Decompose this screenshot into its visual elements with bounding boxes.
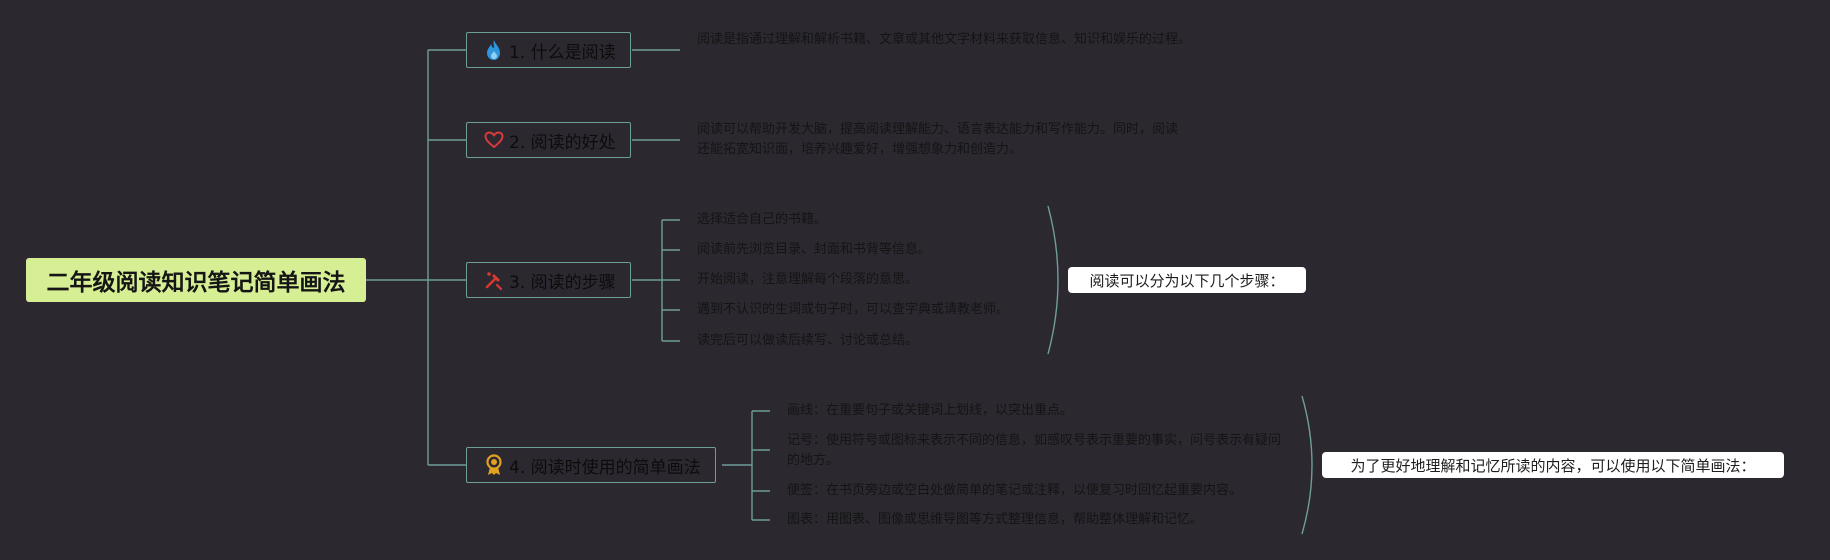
branch-label: 2. 阅读的好处 [509,132,616,153]
leaf-what-is-reading: 阅读是指通过理解和解析书籍、文章或其他文字材料来获取信息、知识和娱乐的过程。 [697,30,1197,50]
leaf-text: 选择适合自己的书籍。 [697,212,828,227]
root-title: 二年级阅读知识笔记简单画法 [46,270,346,296]
leaf-step-3: 开始阅读，注意理解每个段落的意思。 [697,270,918,290]
leaf-text: 开始阅读，注意理解每个段落的意思。 [697,272,919,287]
tools-icon [483,269,505,291]
leaf-text: 便签：在书页旁边或空白处做简单的笔记或注释，以便复习时回忆起重要内容。 [787,483,1243,498]
leaf-benefits: 阅读可以帮助开发大脑，提高阅读理解能力、语言表达能力和写作能力。同时，阅读还能拓… [697,120,1187,160]
summary-text: 为了更好地理解和记忆所读的内容，可以使用以下简单画法： [1350,456,1756,475]
branch-label: 1. 什么是阅读 [509,42,616,63]
leaf-text: 读完后可以做读后续写、讨论或总结。 [697,333,919,348]
leaf-text: 阅读前先浏览目录、封面和书背等信息。 [697,242,932,257]
heart-icon [483,129,505,151]
connector-root [366,49,466,466]
branch-steps[interactable]: 3. 阅读的步骤 [466,262,631,298]
connector-branch-4 [722,410,770,521]
leaf-text: 阅读是指通过理解和解析书籍、文章或其他文字材料来获取信息、知识和娱乐的过程。 [697,32,1192,47]
branch-benefits[interactable]: 2. 阅读的好处 [466,122,631,158]
fire-icon [483,39,505,61]
branch-drawing-methods[interactable]: 4. 阅读时使用的简单画法 [466,447,716,483]
leaf-step-5: 读完后可以做读后续写、讨论或总结。 [697,331,918,351]
branch-label: 3. 阅读的步骤 [509,272,616,293]
connector-branch-3 [632,219,680,342]
leaf-method-charts: 图表：用图表、图像或思维导图等方式整理信息，帮助整体理解和记忆。 [787,510,1203,530]
summary-brace-4 [1301,395,1313,535]
leaf-text: 记号：使用符号或图标来表示不同的信息，如感叹号表示重要的事实，问号表示有疑问的地… [787,433,1282,468]
summary-methods[interactable]: 为了更好地理解和记忆所读的内容，可以使用以下简单画法： [1322,452,1784,478]
branch-label: 4. 阅读时使用的简单画法 [509,457,701,478]
award-icon [483,454,505,476]
leaf-step-1: 选择适合自己的书籍。 [697,210,827,230]
leaf-method-notes: 便签：在书页旁边或空白处做简单的笔记或注释，以便复习时回忆起重要内容。 [787,481,1242,501]
summary-steps[interactable]: 阅读可以分为以下几个步骤： [1068,267,1306,293]
root-topic[interactable]: 二年级阅读知识笔记简单画法 [26,258,366,302]
leaf-method-underline: 画线：在重要句子或关键词上划线，以突出重点。 [787,401,1073,421]
leaf-text: 图表：用图表、图像或思维导图等方式整理信息，帮助整体理解和记忆。 [787,512,1204,527]
leaf-method-marks: 记号：使用符号或图标来表示不同的信息，如感叹号表示重要的事实，问号表示有疑问的地… [787,431,1285,471]
leaf-step-4: 遇到不认识的生词或句子时，可以查字典或请教老师。 [697,300,1009,320]
branch-what-is-reading[interactable]: 1. 什么是阅读 [466,32,631,68]
summary-brace-3 [1047,205,1059,355]
leaf-text: 阅读可以帮助开发大脑，提高阅读理解能力、语言表达能力和写作能力。同时，阅读还能拓… [697,122,1179,157]
leaf-text: 遇到不认识的生词或句子时，可以查字典或请教老师。 [697,302,1010,317]
summary-text: 阅读可以分为以下几个步骤： [1089,271,1285,290]
leaf-text: 画线：在重要句子或关键词上划线，以突出重点。 [787,403,1074,418]
leaf-step-2: 阅读前先浏览目录、封面和书背等信息。 [697,240,931,260]
